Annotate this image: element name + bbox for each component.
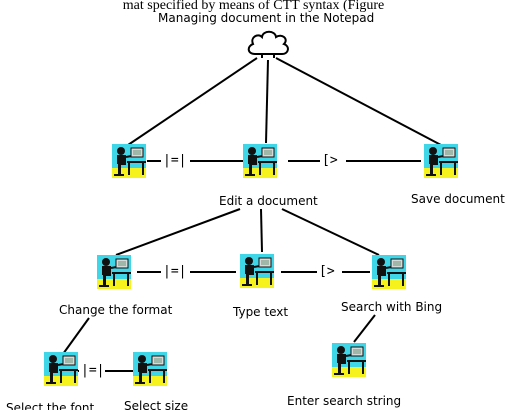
edge-root-left-task: [127, 57, 258, 146]
node-label-change-format: Change the format: [59, 303, 173, 317]
operator-enabling: [>: [321, 153, 339, 168]
node-label-select-font: Select the font: [6, 401, 95, 410]
node-label-type-text: Type text: [233, 305, 289, 319]
edge-edit-search: [281, 208, 380, 256]
task-node-unlabeled-icon: [112, 144, 146, 178]
edge-search-enter-string: [353, 314, 376, 343]
select-font-icon: [44, 352, 78, 386]
node-label-search-bing: Search with Bing: [341, 300, 443, 314]
node-label-enter-search-string: Enter search string: [287, 394, 402, 408]
enter-search-string-icon: [332, 343, 366, 377]
operator-interleaving: |=|: [162, 264, 188, 279]
search-bing-icon: [372, 255, 406, 289]
edge-root-save: [275, 57, 442, 146]
edge-edit-change-format: [115, 208, 241, 256]
figure-caption-fragment: mat specified by means of CTT syntax (Fi…: [122, 0, 385, 13]
node-label-select-size: Select size: [124, 399, 189, 410]
node-label-save-document: Save document: [411, 192, 505, 206]
edge-edit-type-text: [260, 208, 263, 253]
cloud-icon: [243, 27, 293, 61]
select-size-icon: [133, 352, 167, 386]
change-format-icon: [97, 255, 131, 289]
operator-enabling: [>: [318, 264, 336, 279]
operator-interleaving: |=|: [162, 153, 188, 168]
save-document-icon: [424, 144, 458, 178]
edit-document-icon: [243, 144, 277, 178]
root-task-title: Managing document in the Notepad: [158, 11, 375, 25]
edge-format-select-font: [62, 317, 90, 355]
node-label-edit-document: Edit a document: [219, 194, 318, 208]
type-text-icon: [240, 254, 274, 288]
operator-interleaving: |=|: [80, 363, 106, 378]
edge-root-edit: [265, 59, 269, 144]
